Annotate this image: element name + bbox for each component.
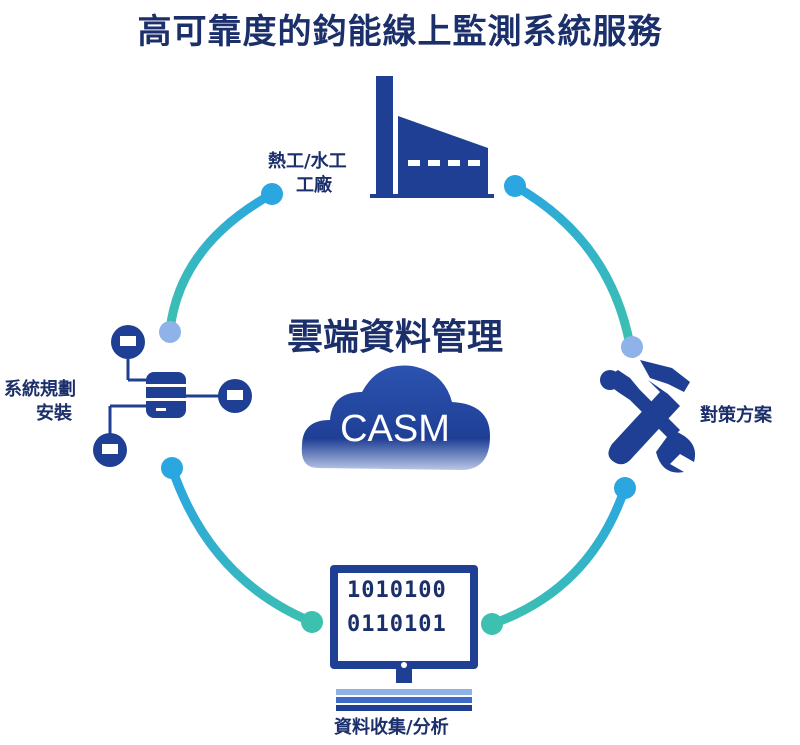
ring-dot: [621, 336, 643, 358]
page-title: 高可靠度的鈞能線上監測系統服務: [137, 12, 663, 52]
plant-label-line2: 工廠: [296, 175, 332, 196]
cloud-icon: [301, 365, 490, 470]
ring-arc-top-left: [165, 189, 277, 335]
plant-label: 熱工/水工 工廠: [268, 150, 347, 198]
ring-dot: [301, 611, 323, 633]
install-label-line1: 系統規劃: [4, 379, 76, 400]
ring-dot: [161, 457, 183, 479]
ring-dot: [504, 175, 526, 197]
monitor-icon: [330, 565, 478, 711]
cloud-heading: 雲端資料管理: [286, 317, 503, 358]
install-label-line2: 安裝: [36, 403, 72, 424]
install-label: 系統規劃 安裝: [4, 378, 76, 426]
monitor-binary-row1: 1010100: [347, 578, 447, 603]
data-analysis-label: 資料收集/分析: [334, 717, 449, 738]
ring-dot: [261, 183, 283, 205]
ring-arc-bottom-right: [487, 483, 630, 629]
tools-icon: [600, 360, 696, 473]
ring-dot: [614, 477, 636, 499]
ring-dot: [481, 613, 503, 635]
monitor-binary-row2: 0110101: [347, 612, 447, 637]
factory-icon: [370, 76, 494, 198]
cloud-label: CASM: [340, 408, 450, 450]
ring-arc-bottom-left: [167, 463, 317, 627]
strategy-label: 對策方案: [700, 405, 772, 426]
ring-dot: [159, 321, 181, 343]
plant-label-line1: 熱工/水工: [268, 151, 347, 172]
database-network-icon: [93, 325, 252, 467]
ring-arc-top-right: [510, 181, 635, 350]
